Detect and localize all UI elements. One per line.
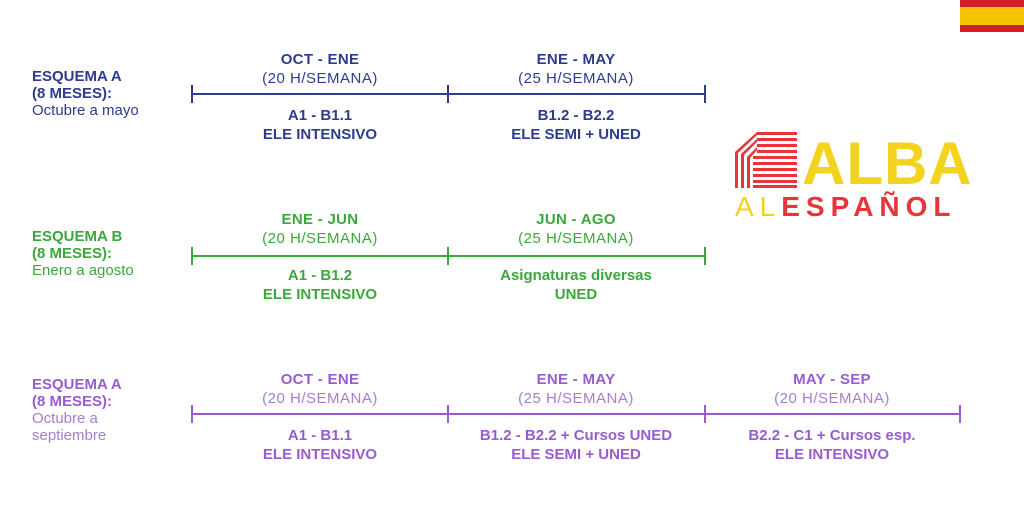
scheme-subtitle: Octubre a mayo	[32, 102, 139, 119]
segment-course: ELE INTENSIVO	[262, 446, 378, 463]
timeline-segment-details: B2.2 - C1 + Cursos esp. ELE INTENSIVO	[704, 426, 960, 464]
scheme-a-label: ESQUEMA A (8 MESES): Octubre a septiembr…	[32, 376, 122, 444]
logo-sub-al: AL	[735, 191, 782, 222]
alba-logo-mark-icon	[735, 132, 797, 188]
scheme-duration: (8 MESES):	[32, 245, 113, 262]
timeline-tick	[447, 85, 449, 103]
timeline-line	[192, 413, 960, 415]
segment-level: A1 - B1.2	[287, 267, 353, 284]
timeline-tick	[704, 247, 706, 265]
timeline-segment-details: A1 - B1.2 ELE INTENSIVO	[192, 266, 448, 304]
segment-level: A1 - B1.1	[287, 107, 353, 124]
timeline-segment-details: B1.2 - B2.2 ELE SEMI + UNED	[448, 106, 704, 144]
segment-course: ELE INTENSIVO	[262, 286, 378, 303]
spain-flag-icon	[960, 0, 1024, 32]
timeline-segment-header: ENE - MAY (25 H/SEMANA)	[448, 370, 704, 408]
logo-subtitle: ALESPAÑOL	[735, 192, 957, 222]
segment-level: A1 - B1.1	[287, 427, 353, 444]
segment-level: Asignaturas diversas	[500, 267, 652, 284]
timeline-tick	[447, 405, 449, 423]
timeline-tick	[191, 85, 193, 103]
segment-period: ENE - JUN	[281, 211, 359, 228]
scheme-duration: (8 MESES):	[32, 85, 113, 102]
scheme-duration: (8 MESES):	[32, 393, 113, 410]
segment-course: ELE INTENSIVO	[262, 126, 378, 143]
timeline-tick	[959, 405, 961, 423]
timeline-segment-details: Asignaturas diversas UNED	[448, 266, 704, 304]
timeline-segment-header: JUN - AGO (25 H/SEMANA)	[448, 210, 704, 248]
segment-level: B1.2 - B2.2	[537, 107, 615, 124]
segment-course: ELE SEMI + UNED	[511, 126, 641, 143]
segment-hours: (20 H/SEMANA)	[262, 390, 378, 407]
scheme-subtitle: Octubre a	[32, 410, 98, 427]
logo-wordmark: ALBA	[802, 130, 973, 197]
timeline-segment-details: B1.2 - B2.2 + Cursos UNED ELE SEMI + UNE…	[448, 426, 704, 464]
timeline-segment-header: MAY - SEP (20 H/SEMANA)	[704, 370, 960, 408]
scheme-subtitle: septiembre	[32, 427, 107, 444]
segment-period: MAY - SEP	[793, 371, 871, 388]
segment-course: ELE INTENSIVO	[774, 446, 890, 463]
segment-hours: (20 H/SEMANA)	[262, 70, 378, 87]
segment-course: ELE SEMI + UNED	[511, 446, 641, 463]
segment-period: ENE - MAY	[536, 371, 616, 388]
scheme-title: ESQUEMA A	[32, 68, 122, 85]
segment-period: OCT - ENE	[280, 51, 360, 68]
segment-hours: (25 H/SEMANA)	[518, 390, 634, 407]
timeline-segment-header: ENE - MAY (25 H/SEMANA)	[448, 50, 704, 88]
segment-level: B2.2 - C1 + Cursos esp.	[748, 427, 916, 444]
segment-hours: (25 H/SEMANA)	[518, 70, 634, 87]
segment-period: OCT - ENE	[280, 371, 360, 388]
timeline-segment-header: ENE - JUN (20 H/SEMANA)	[192, 210, 448, 248]
segment-period: ENE - MAY	[536, 51, 616, 68]
segment-hours: (20 H/SEMANA)	[774, 390, 890, 407]
scheme-a-label: ESQUEMA A (8 MESES): Octubre a mayo	[32, 68, 139, 119]
segment-course: UNED	[554, 286, 598, 303]
timeline-segment-details: A1 - B1.1 ELE INTENSIVO	[192, 426, 448, 464]
segment-hours: (20 H/SEMANA)	[262, 230, 378, 247]
timeline-segment-details: A1 - B1.1 ELE INTENSIVO	[192, 106, 448, 144]
timeline-tick	[704, 405, 706, 423]
logo-sub-espanol: ESPAÑOL	[781, 191, 957, 222]
timeline-line	[192, 93, 706, 95]
timeline-line	[192, 255, 706, 257]
timeline-tick	[191, 247, 193, 265]
segment-level: B1.2 - B2.2 + Cursos UNED	[479, 427, 673, 444]
timeline-tick	[191, 405, 193, 423]
scheme-b-label: ESQUEMA B (8 MESES): Enero a agosto	[32, 228, 134, 279]
segment-hours: (25 H/SEMANA)	[518, 230, 634, 247]
timeline-segment-header: OCT - ENE (20 H/SEMANA)	[192, 50, 448, 88]
scheme-subtitle: Enero a agosto	[32, 262, 134, 279]
segment-period: JUN - AGO	[536, 211, 616, 228]
timeline-tick	[704, 85, 706, 103]
timeline-tick	[447, 247, 449, 265]
timeline-segment-header: OCT - ENE (20 H/SEMANA)	[192, 370, 448, 408]
scheme-title: ESQUEMA A	[32, 376, 122, 393]
scheme-title: ESQUEMA B	[32, 228, 123, 245]
